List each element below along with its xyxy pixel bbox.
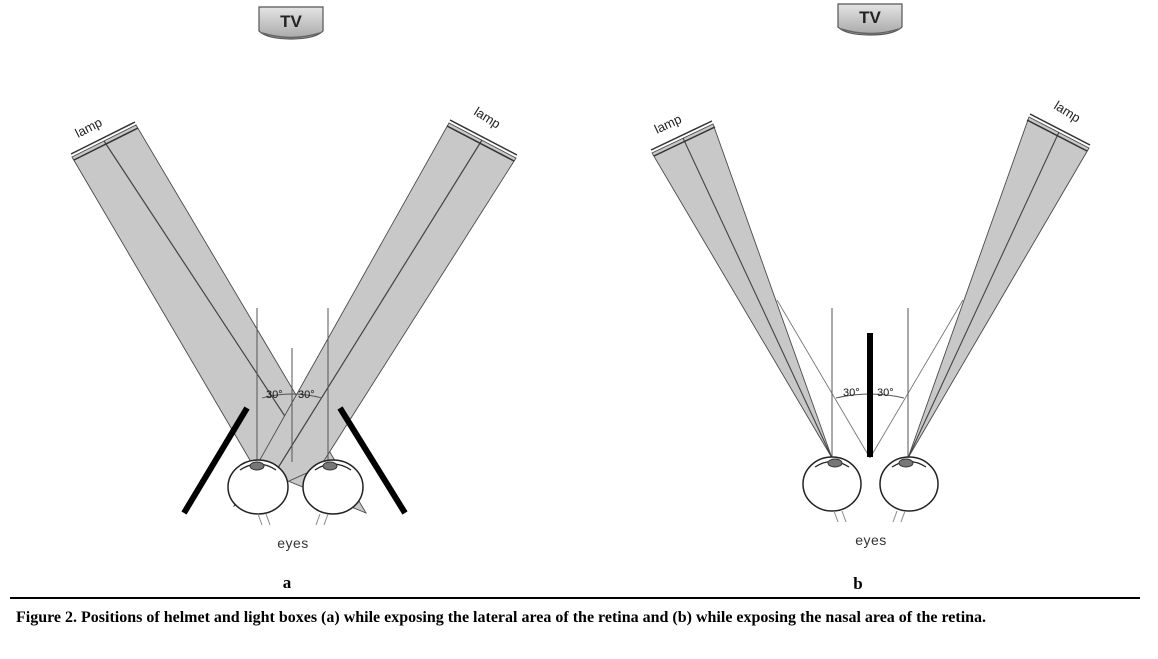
panel-b: TV lamp lamp 30° 30° <box>650 3 1091 593</box>
light-shield-left <box>181 406 250 515</box>
lamp-right <box>1026 113 1091 152</box>
tv-label: TV <box>859 8 881 27</box>
lamp-right-label: lamp <box>471 104 503 132</box>
tv-icon: TV <box>258 6 324 40</box>
panel-letter-a: a <box>283 573 292 592</box>
lamp-left-label: lamp <box>652 111 684 137</box>
eye-left <box>802 456 862 523</box>
panel-a: TV lamp lamp 30° 30° <box>70 6 518 592</box>
eye-right <box>302 459 364 526</box>
tv-label: TV <box>280 12 302 31</box>
eyes-label: eyes <box>277 535 309 551</box>
angle-right-label: 30° <box>877 387 894 399</box>
lamp-right-label: lamp <box>1051 98 1083 126</box>
tv-icon: TV <box>837 3 903 36</box>
lamp-right <box>446 119 518 162</box>
eye-left <box>227 459 289 526</box>
light-beam-left <box>651 123 833 459</box>
eyes-label: eyes <box>855 532 887 548</box>
light-shield-right <box>337 406 408 515</box>
angle-right-label: 30° <box>298 389 315 401</box>
light-beam-right <box>907 116 1090 459</box>
angle-left-label: 30° <box>266 389 283 401</box>
lamp-left-label: lamp <box>73 115 105 141</box>
figure-diagram: TV lamp lamp 30° 30° <box>70 3 1091 593</box>
figure-caption: Figure 2. Positions of helmet and light … <box>16 609 987 626</box>
light-beam-right <box>232 122 517 507</box>
lamp-left <box>70 121 139 161</box>
angle-left-label: 30° <box>843 387 860 399</box>
panel-letter-b: b <box>853 574 862 593</box>
caption-rule <box>10 597 1140 599</box>
lamp-left <box>650 120 716 157</box>
eye-right <box>879 456 939 523</box>
